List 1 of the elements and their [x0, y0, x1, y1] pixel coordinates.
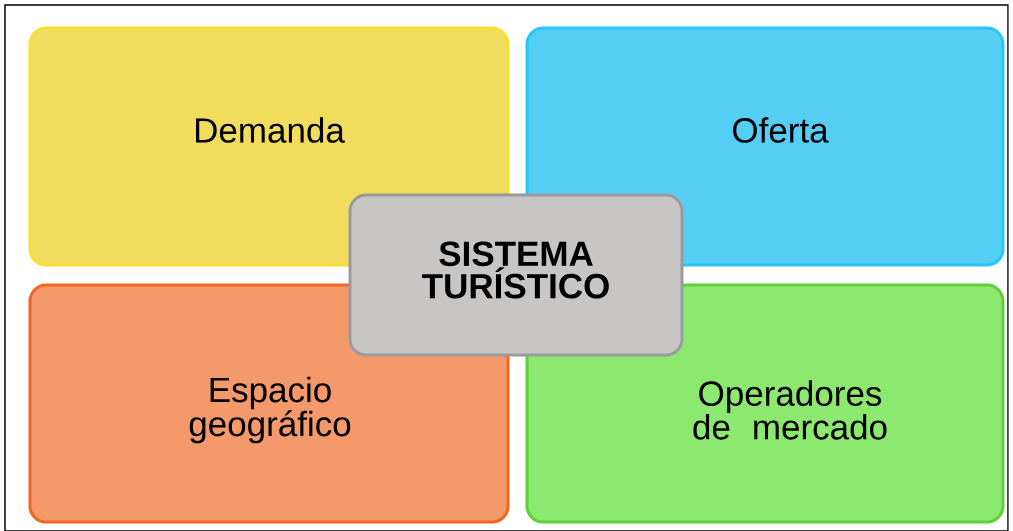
center-box: SISTEMA TURÍSTICO: [348, 193, 684, 357]
